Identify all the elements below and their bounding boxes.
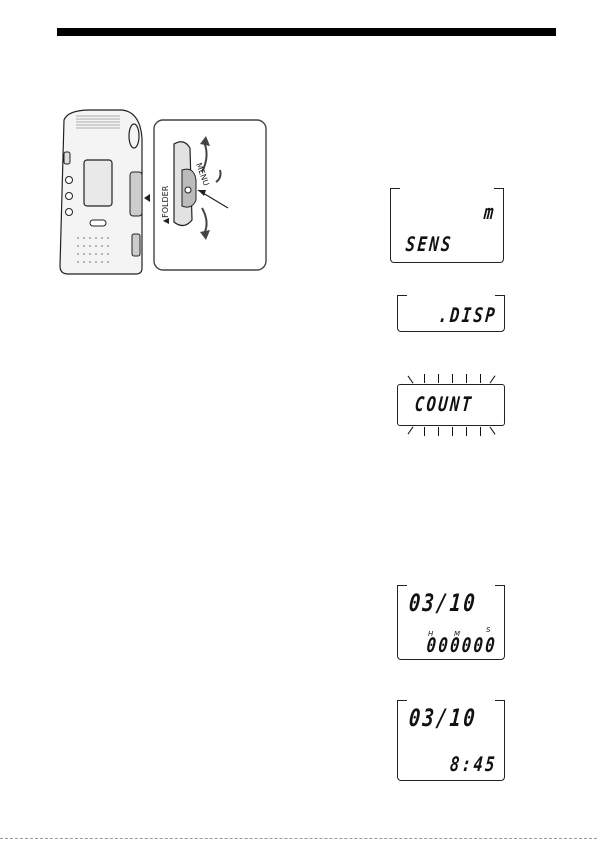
blink-mark [438,427,439,436]
lcd-display-date-time: 03/10 8:45 [397,700,505,781]
blink-mark [408,426,414,434]
display-line-2: SENS [405,234,454,254]
folder-label: ▲FOLDER [161,185,170,224]
blink-mark [480,427,481,436]
display-date: 03/10 [408,706,478,730]
display-line-1: COUNT [414,394,474,414]
blink-mark [466,427,467,436]
recorder-illustration: ▲FOLDER MENU [50,108,272,276]
lcd-display-disp: .DISP [397,295,505,332]
display-line-1: m [483,202,496,222]
blink-mark [452,427,453,436]
lcd-display-date-counter: 03/10 H M S 000000 [397,585,505,660]
blink-mark [424,374,425,383]
display-date: 03/10 [408,591,478,615]
blink-mark [424,427,425,436]
display-line-1: .DISP [437,305,497,325]
blink-mark [438,374,439,383]
lcd-display-count: COUNT [397,384,505,426]
blink-mark [480,374,481,383]
section-header-bar [57,28,556,36]
display-counter: 000000 [426,635,498,655]
lcd-display-sens: m SENS [390,188,504,263]
page-bottom-edge [0,838,597,839]
blink-mark [408,375,414,383]
display-time: 8:45 [449,754,498,774]
blink-mark [452,374,453,383]
blink-mark [466,374,467,383]
blink-mark [490,426,496,434]
blink-mark [490,375,496,383]
